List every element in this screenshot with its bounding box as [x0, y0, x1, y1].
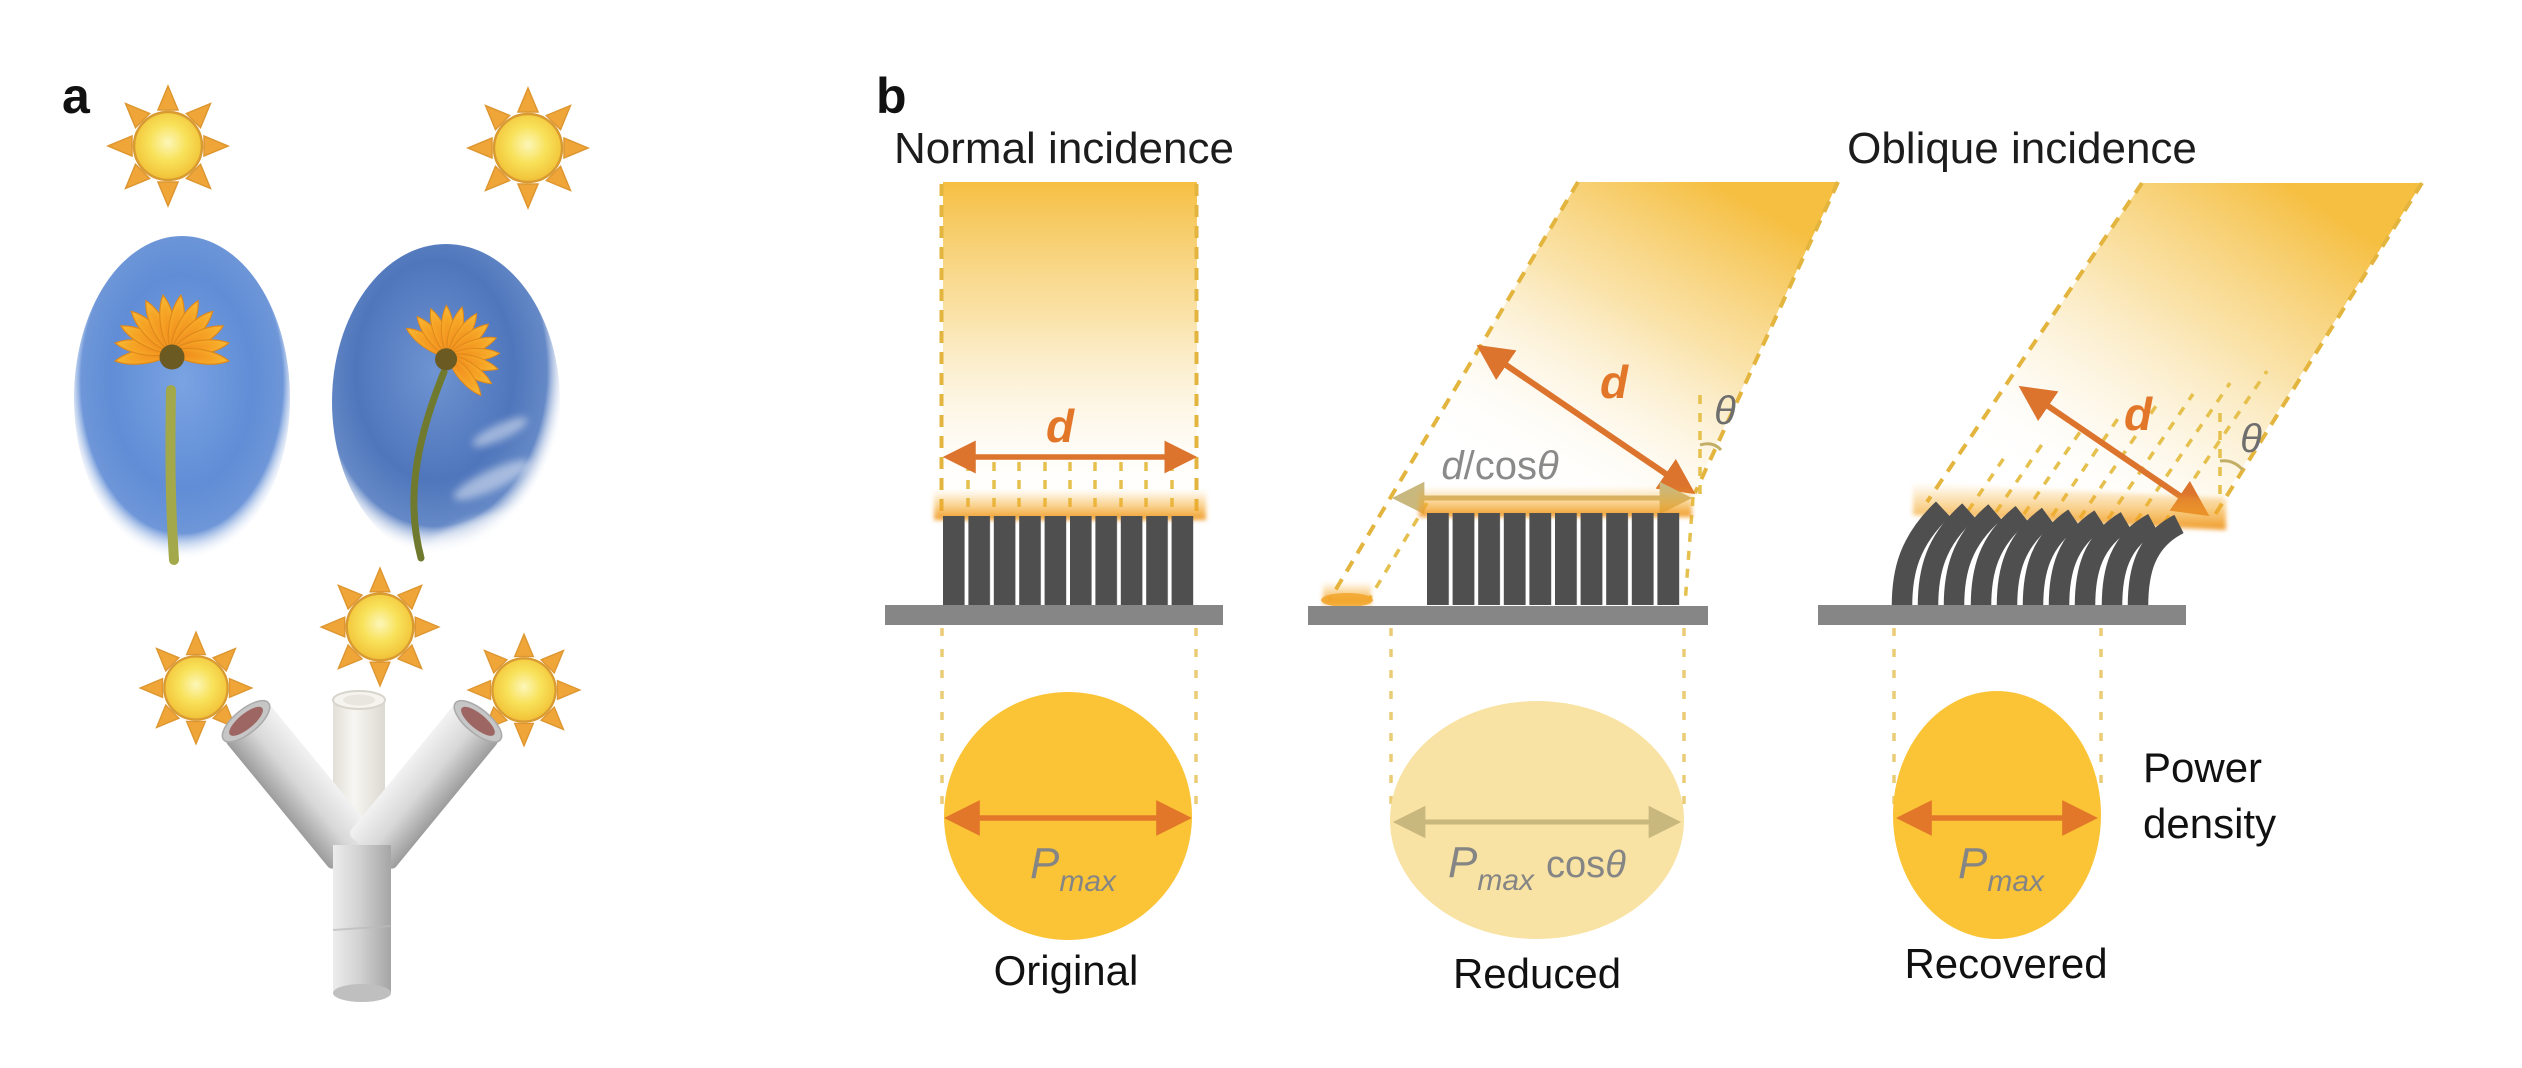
sun-icon: [466, 86, 590, 210]
theta-label: θ: [2240, 417, 2262, 461]
power-density-disc: [1893, 691, 2101, 939]
cloud-streaks: [430, 417, 531, 550]
flower-photo-right: [332, 244, 560, 562]
tube-stem: [333, 845, 391, 993]
panel-b-label: b: [876, 68, 907, 124]
substrate: [885, 605, 1223, 625]
diagram-oblique-recovered: θ d Pmax Re: [1818, 181, 2424, 987]
beam-width-arrow-d: [1476, 344, 1696, 495]
bent-pillar-array: [1891, 501, 2185, 607]
beam-edge-dashes: [1925, 181, 2424, 520]
pmax-label: Pmax: [1030, 839, 1117, 898]
y-tube-illustration: [221, 690, 503, 1002]
panel-b: b Normal incidence Oblique incidence: [876, 68, 2424, 997]
spill-glow-core: [1321, 593, 1373, 607]
p-cos: cos: [1546, 844, 1605, 886]
absorption-glow: [934, 490, 1206, 520]
tube-right-arm: [350, 699, 503, 869]
caption-recovered: Recovered: [1904, 940, 2107, 987]
d-label: d: [2124, 388, 2153, 440]
power-density-line2: density: [2143, 800, 2276, 847]
pillar-array: [1427, 513, 1683, 605]
pillar-array: [943, 516, 1197, 605]
footprint-label: d/cosθ: [1441, 444, 1559, 488]
panel-a-label: a: [62, 68, 91, 124]
theta-label: θ: [1714, 389, 1736, 433]
p-symbol: P: [1030, 839, 1060, 888]
d-label: d: [1600, 356, 1629, 408]
substrate: [1308, 606, 1708, 625]
p-subscript: max: [1987, 865, 2045, 898]
flower-stem: [165, 385, 179, 565]
power-density-line1: Power: [2143, 744, 2262, 791]
tube-left-arm: [221, 699, 374, 869]
beam-edge-dashes: [1327, 180, 1840, 605]
tube-aperture: [229, 706, 263, 736]
footprint-theta: θ: [1537, 444, 1559, 488]
p-subscript: max: [1059, 865, 1117, 898]
footprint-guides: [1389, 628, 1686, 812]
p-symbol: P: [1958, 839, 1988, 888]
title-normal-incidence: Normal incidence: [894, 124, 1234, 173]
beam-width-arrow-d: [2018, 385, 2210, 517]
substrate: [1818, 605, 2186, 625]
title-oblique-incidence: Oblique incidence: [1847, 124, 2197, 173]
flower-photo-left: [74, 236, 290, 565]
power-density-label: Power density: [2143, 744, 2276, 847]
caption-reduced: Reduced: [1453, 950, 1621, 997]
footprint-guides: [940, 628, 1198, 806]
tube-aperture: [461, 706, 495, 736]
footprint-cos: /cos: [1464, 444, 1537, 488]
absorption-glow: [1419, 487, 1692, 517]
diagram-normal-incidence: d Pmax Original: [885, 182, 1223, 994]
p-symbol: P: [1448, 838, 1478, 887]
p-subscript: max: [1477, 864, 1535, 897]
flower-stem: [410, 368, 448, 562]
footprint-d: d: [1441, 444, 1465, 488]
sun-icon: [106, 84, 230, 208]
panel-a: a: [62, 68, 590, 1002]
footprint-guides: [1892, 628, 2103, 806]
theta-arc: [2219, 459, 2245, 472]
p-theta: θ: [1605, 844, 1626, 886]
d-label: d: [1046, 400, 1075, 452]
sun-icon: [319, 566, 441, 688]
light-beam: [1929, 183, 2422, 517]
caption-original: Original: [994, 947, 1139, 994]
theta-arc: [1699, 442, 1723, 452]
pmax-label: Pmax: [1958, 839, 2045, 898]
